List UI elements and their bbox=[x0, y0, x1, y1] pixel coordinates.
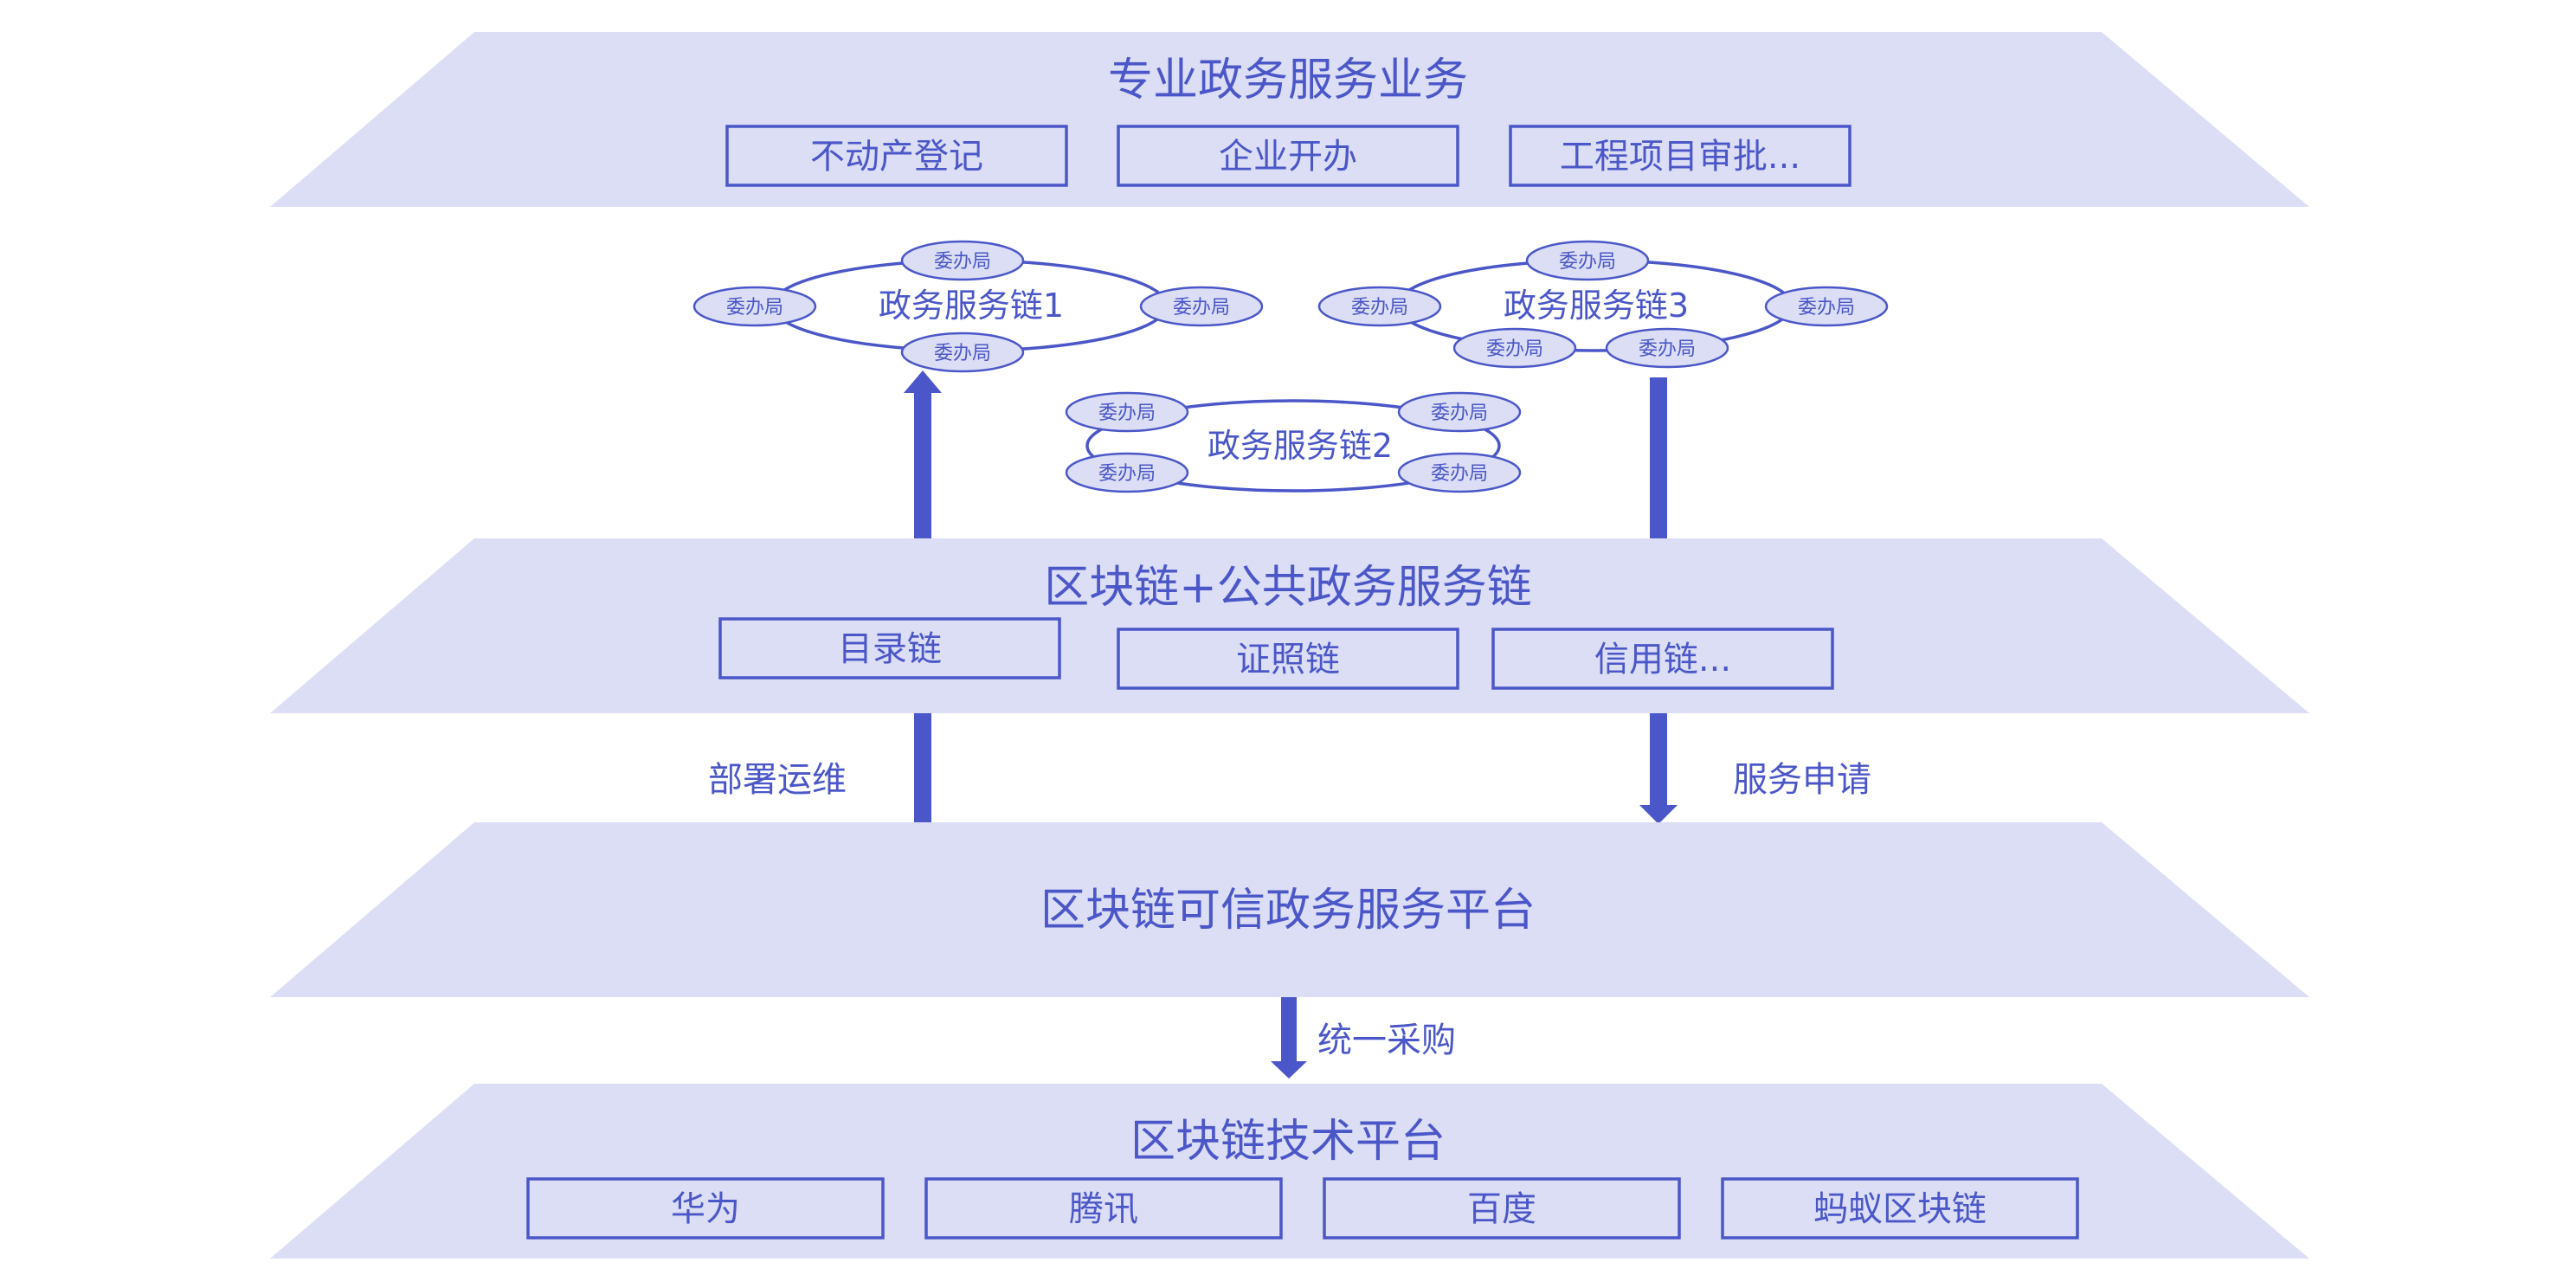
layer-2-item: 证照链 bbox=[1117, 628, 1459, 690]
svg-text:委办局: 委办局 bbox=[1098, 463, 1156, 485]
layer-1-item-label: 不动产登记 bbox=[810, 137, 983, 177]
svg-text:委办局: 委办局 bbox=[1173, 297, 1230, 319]
svg-text:委办局: 委办局 bbox=[934, 343, 991, 364]
layer-2-item-label: 信用链... bbox=[1594, 640, 1731, 679]
vendor-label: 腾讯 bbox=[1069, 1189, 1138, 1229]
svg-text:委办局: 委办局 bbox=[1486, 338, 1543, 360]
chain-node: 委办局 bbox=[1065, 391, 1189, 433]
layer-professional-services: 专业政务服务业务 不动产登记 企业开办 工程项目审批... bbox=[270, 32, 2309, 207]
svg-text:委办局: 委办局 bbox=[1431, 463, 1488, 485]
chain-node: 委办局 bbox=[692, 286, 817, 327]
service-chain-1: 政务服务链1 委办局 委办局 委办局 委办局 bbox=[692, 240, 1264, 373]
chain-node: 委办局 bbox=[1452, 327, 1577, 369]
layer-3-band bbox=[270, 822, 2309, 997]
deploy-ops-label: 部署运维 bbox=[708, 760, 847, 800]
layer-tech-platform: 区块链技术平台 华为 腾讯 百度 蚂蚁区块链 bbox=[270, 1084, 2309, 1259]
chain-node: 委办局 bbox=[1764, 286, 1889, 327]
connector-right-upper bbox=[1650, 377, 1667, 540]
svg-text:委办局: 委办局 bbox=[1639, 338, 1696, 360]
layer-1-item-label: 企业开办 bbox=[1219, 137, 1357, 177]
arrow-up-left bbox=[904, 370, 942, 540]
svg-text:委办局: 委办局 bbox=[934, 251, 991, 273]
layer-public-chain: 区块链+公共政务服务链 目录链 证照链 信用链... bbox=[270, 538, 2309, 713]
layer-trusted-platform: 区块链可信政务服务平台 bbox=[270, 822, 2309, 997]
layer-1-band bbox=[270, 32, 2309, 207]
layer-2-item-label: 目录链 bbox=[838, 629, 942, 669]
layer-2-band bbox=[270, 538, 2309, 713]
chain-ring bbox=[1085, 399, 1501, 493]
vendor-item: 百度 bbox=[1323, 1177, 1681, 1240]
unified-procurement-label: 统一采购 bbox=[1317, 1021, 1456, 1060]
chain-node: 委办局 bbox=[1065, 452, 1189, 493]
layer-2-item-label: 证照链 bbox=[1236, 640, 1340, 679]
svg-text:委办局: 委办局 bbox=[726, 297, 783, 319]
connector-deploy bbox=[914, 713, 931, 824]
layer-1-item: 工程项目审批... bbox=[1509, 125, 1852, 187]
chain-node: 委办局 bbox=[900, 332, 1025, 373]
layer-1-item-label: 工程项目审批... bbox=[1560, 137, 1800, 177]
svg-text:委办局: 委办局 bbox=[1431, 402, 1488, 424]
layer-2-item: 目录链 bbox=[718, 617, 1061, 679]
vendor-item: 蚂蚁区块链 bbox=[1721, 1177, 2079, 1240]
vendor-item: 腾讯 bbox=[924, 1177, 1283, 1240]
layer-4-band bbox=[270, 1084, 2309, 1259]
layer-2-item: 信用链... bbox=[1491, 628, 1834, 690]
vendor-label: 华为 bbox=[671, 1189, 740, 1229]
arrow-down-service bbox=[1639, 713, 1678, 824]
svg-text:委办局: 委办局 bbox=[1798, 297, 1855, 319]
layer-2-title: 区块链+公共政务服务链 bbox=[1044, 562, 1532, 614]
service-request-label: 服务申请 bbox=[1733, 760, 1871, 800]
layer-3-title: 区块链可信政务服务平台 bbox=[1040, 885, 1536, 937]
chain-node: 委办局 bbox=[1525, 240, 1650, 281]
layer-1-title: 专业政务服务业务 bbox=[1108, 55, 1468, 106]
vendor-label: 百度 bbox=[1467, 1189, 1536, 1229]
chain-node: 委办局 bbox=[1139, 286, 1264, 327]
layer-4-title: 区块链技术平台 bbox=[1130, 1116, 1446, 1168]
vendor-item: 华为 bbox=[526, 1177, 885, 1240]
chain-label: 政务服务链1 bbox=[879, 287, 1064, 325]
vendor-label: 蚂蚁区块链 bbox=[1813, 1189, 1987, 1229]
chain-node: 委办局 bbox=[1397, 452, 1522, 493]
arrow-down-procurement bbox=[1271, 997, 1307, 1079]
service-chain-2: 政务服务链2 委办局 委办局 委办局 委办局 bbox=[1065, 391, 1522, 493]
svg-text:委办局: 委办局 bbox=[1098, 402, 1156, 424]
chain-node: 委办局 bbox=[1605, 327, 1729, 369]
svg-text:委办局: 委办局 bbox=[1559, 251, 1616, 273]
service-chain-3: 政务服务链3 委办局 委办局 委办局 委办局 委办局 bbox=[1317, 240, 1889, 369]
layer-1-item: 企业开办 bbox=[1117, 125, 1459, 187]
chain-node: 委办局 bbox=[900, 240, 1025, 281]
layer-1-item: 不动产登记 bbox=[725, 125, 1068, 187]
chain-label: 政务服务链3 bbox=[1504, 287, 1689, 325]
chain-node: 委办局 bbox=[1317, 286, 1442, 327]
svg-text:委办局: 委办局 bbox=[1351, 297, 1408, 319]
chain-label: 政务服务链2 bbox=[1208, 427, 1393, 465]
chain-node: 委办局 bbox=[1397, 391, 1522, 433]
